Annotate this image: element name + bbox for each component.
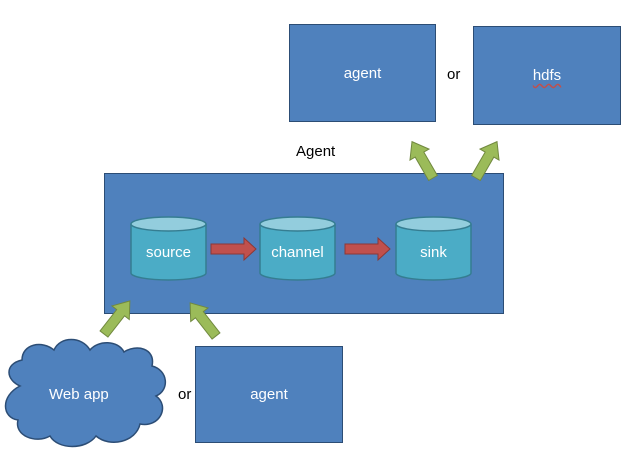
source-cylinder: source [130,216,207,281]
input-agent-box: agent [195,346,343,443]
output-agent-box: agent [289,24,436,122]
sink-to-output-agent-arrow [409,140,439,182]
input-agent-to-source-arrow [189,302,221,340]
output-agent-label: agent [343,64,382,82]
sink-to-hdfs-arrow [470,140,500,182]
output-or-label: or [447,66,461,83]
input-agent-label: agent [250,386,288,403]
channel-to-sink-arrow [344,236,391,262]
channel-label: channel [271,244,324,261]
source-label: source [145,244,192,261]
hdfs-box: hdfs [473,26,621,125]
cylinder-icon [130,216,207,281]
source-to-channel-arrow [210,236,257,262]
cloud-icon [4,338,166,448]
sink-label: sink [420,244,447,261]
webapp-label: Web app [49,386,109,403]
webapp-to-source-arrow [99,300,131,338]
input-or-label: or [178,386,192,403]
channel-cylinder: channel [259,216,336,281]
hdfs-label: hdfs [532,67,562,84]
agent-container-title: Agent [296,143,336,160]
sink-cylinder: sink [395,216,472,281]
cylinder-icon [259,216,336,281]
cylinder-icon [395,216,472,281]
